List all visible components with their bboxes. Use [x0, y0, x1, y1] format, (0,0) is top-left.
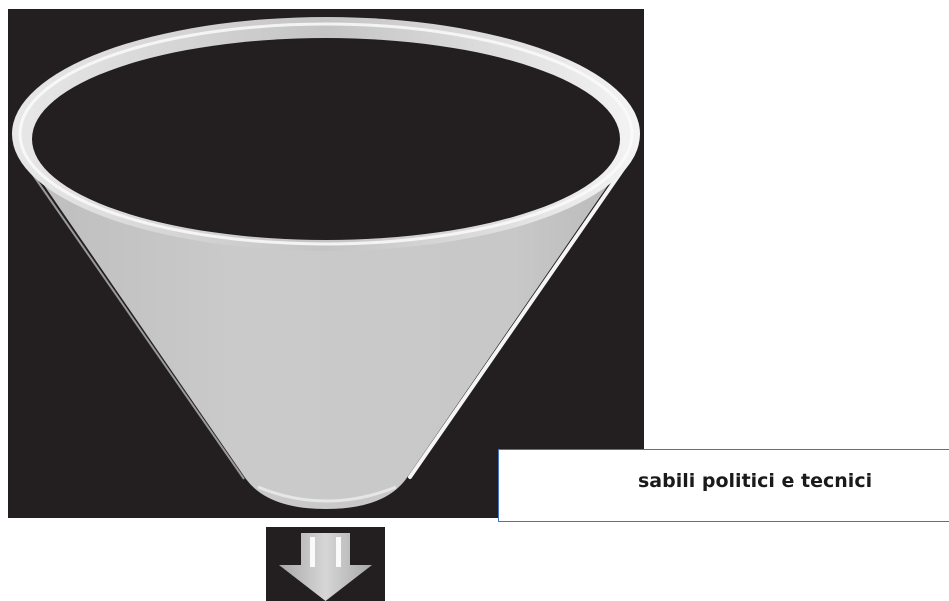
down-arrow-icon	[266, 527, 385, 601]
label-box: sabili politici e tecnici	[498, 449, 949, 522]
funnel-opening	[32, 38, 620, 240]
arrow-shape	[279, 533, 372, 601]
arrow-shaft-highlight-right	[336, 537, 341, 567]
funnel-graphic	[8, 9, 644, 518]
down-arrow-panel	[266, 527, 385, 601]
label-text: sabili politici e tecnici	[638, 470, 872, 492]
arrow-shaft-highlight-left	[310, 537, 315, 567]
funnel-panel	[8, 9, 644, 518]
